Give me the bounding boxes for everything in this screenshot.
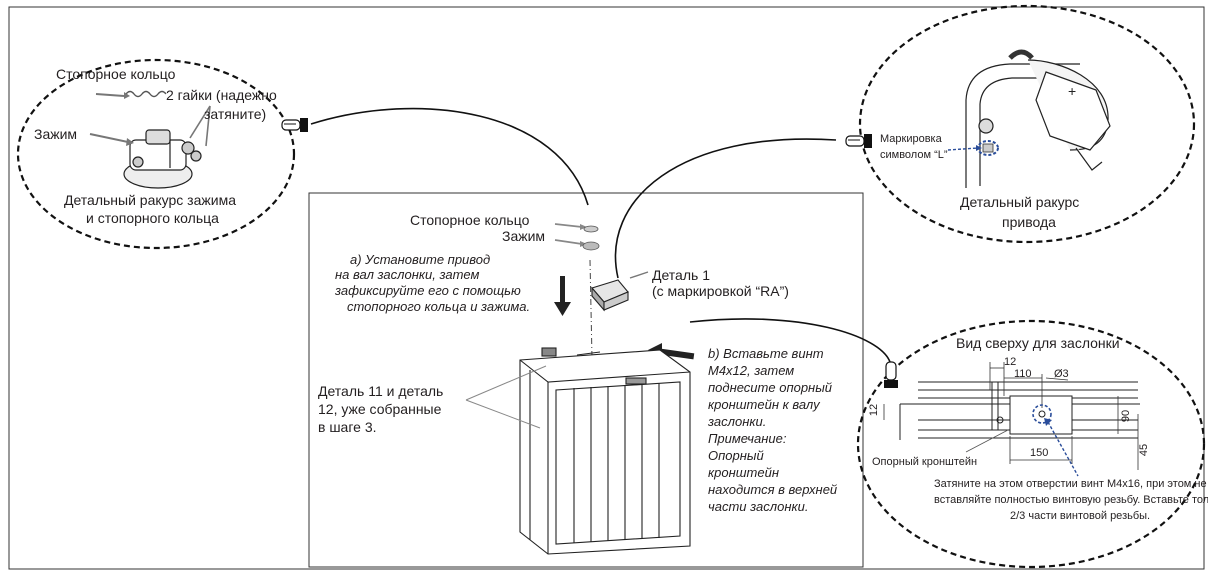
top-view-note-2: вставляйте полностью винтовую резьбу. Вс… xyxy=(934,494,1208,506)
step-b-line-5: заслонки. xyxy=(708,414,767,429)
svg-text:+: + xyxy=(1068,83,1076,99)
pointing-hand-icon xyxy=(845,134,872,148)
actuator-caption-1: Детальный ракурс xyxy=(960,194,1080,210)
parts-11-12-line-1: Деталь 11 и деталь xyxy=(318,383,444,399)
retaining-ring-icon xyxy=(95,90,167,99)
part1-label-2: (с маркировкой “RA”) xyxy=(652,283,789,299)
step-b-line-10: части заслонки. xyxy=(708,499,809,514)
left-caption-2: и стопорного кольца xyxy=(86,210,219,226)
step-b-line-1: b) Вставьте винт xyxy=(708,346,824,361)
top-view-drawing xyxy=(899,381,1140,440)
pointing-hand-icon xyxy=(281,118,308,132)
part1-label-1: Деталь 1 xyxy=(652,267,710,283)
top-view-note-3: 2/3 части винтовой резьбы. xyxy=(1010,510,1151,522)
marking-label-1: Маркировка xyxy=(880,133,942,145)
down-arrow-icon xyxy=(554,276,571,316)
clamp-drawing xyxy=(123,129,202,189)
connector-right-top xyxy=(614,138,837,279)
pointing-hand-icon xyxy=(884,361,898,388)
actuator-part-drawing xyxy=(591,279,629,312)
step-b-line-9: находится в верхней xyxy=(708,482,838,497)
nuts-label-2: затяните) xyxy=(204,106,267,122)
step-b-line-4: кронштейн к валу xyxy=(708,397,820,412)
shaft-axis xyxy=(589,259,593,359)
parts-11-12-line-3: в шаге 3. xyxy=(318,419,377,435)
step-a-line-1: a) Установите привод xyxy=(350,252,491,267)
dim-110: 110 xyxy=(1014,368,1032,380)
step-a-line-4: стопорного кольца и зажима. xyxy=(347,299,531,314)
step-b-line-2: M4x12, затем xyxy=(708,363,795,378)
top-view-note-1: Затяните на этом отверстии винт M4x16, п… xyxy=(934,478,1207,490)
step-b-line-7: Опорный xyxy=(708,448,764,463)
dim-90: 90 xyxy=(1120,409,1133,423)
top-view-ellipse xyxy=(856,319,1206,569)
parts-11-12-line-2: 12, уже собранные xyxy=(318,401,442,417)
main-assembly-panel xyxy=(308,192,864,568)
dim-12-top: 12 xyxy=(1004,356,1017,368)
left-retaining-ring-label: Стопорное кольцо xyxy=(56,66,176,82)
step-a-line-2: на вал заслонки, затем xyxy=(335,267,480,282)
outer-frame xyxy=(8,6,1205,570)
actuator-detail-drawing: + xyxy=(965,49,1111,188)
screw-hole-marker xyxy=(1032,404,1052,424)
clamp-part-icon xyxy=(582,241,600,251)
dim-45: 45 xyxy=(1138,443,1151,457)
step-b-line-8: кронштейн xyxy=(708,465,779,480)
step-b-line-6: Примечание: xyxy=(708,431,787,446)
ring-part-icon xyxy=(583,225,599,233)
main-retaining-ring-label: Стопорное кольцо xyxy=(410,212,530,228)
connector-right-bottom xyxy=(689,318,891,363)
actuator-detail-ellipse xyxy=(858,4,1196,244)
nuts-label: 2 гайки (надежно xyxy=(166,87,277,103)
dim-12-left: 12 xyxy=(868,403,881,417)
step-a-line-3: зафиксируйте его с помощью xyxy=(335,283,521,298)
step-b-line-3: поднесите опорный xyxy=(708,380,833,395)
top-view-title: Вид сверху для заслонки xyxy=(956,335,1120,351)
bracket-label: Опорный кронштейн xyxy=(872,456,978,468)
left-caption-1: Детальный ракурс зажима xyxy=(64,192,236,208)
dim-d3: Ø3 xyxy=(1054,368,1069,380)
left-clamp-label: Зажим xyxy=(34,126,78,142)
actuator-caption-2: привода xyxy=(1002,214,1056,230)
dim-150: 150 xyxy=(1030,447,1049,459)
main-clamp-label: Зажим xyxy=(502,228,546,244)
left-detail-ellipse xyxy=(16,58,296,250)
marking-label-2: символом “L” xyxy=(880,149,948,161)
connector-left xyxy=(310,107,589,206)
damper-drawing xyxy=(519,347,691,555)
